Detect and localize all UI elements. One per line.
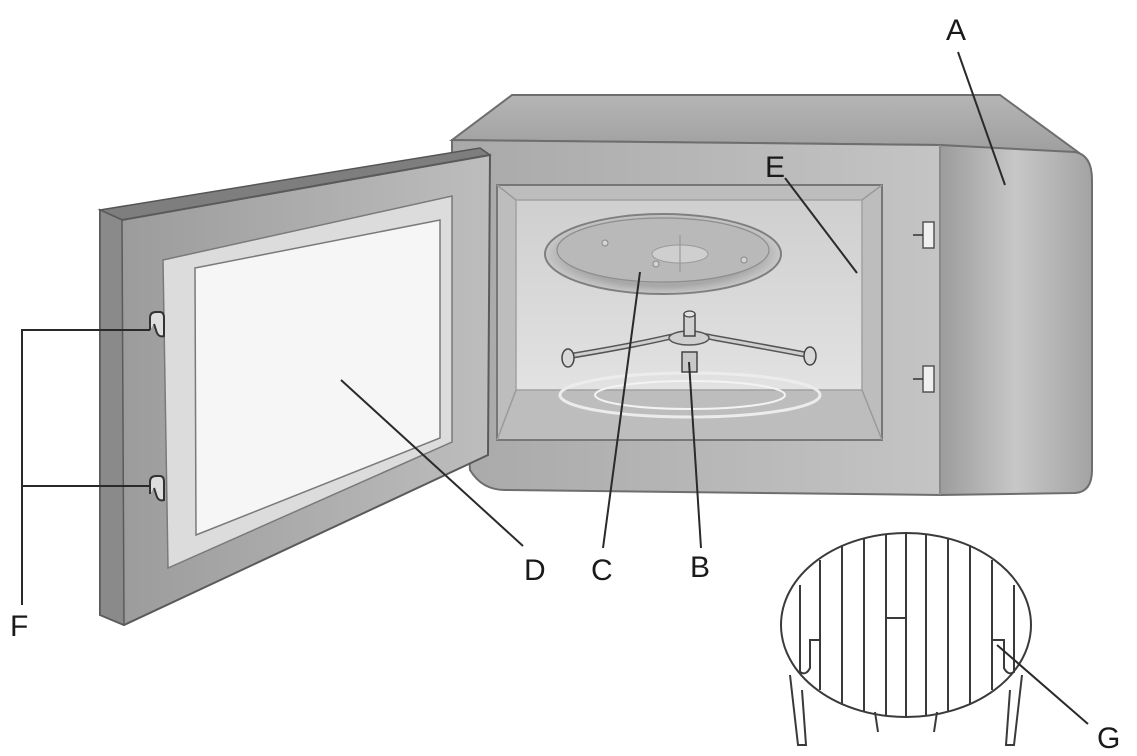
latch-slot-lower	[913, 365, 935, 393]
door-window	[194, 219, 441, 537]
latch-hook-upper	[149, 311, 165, 338]
label-c: C	[591, 554, 613, 587]
leader-e	[784, 177, 858, 274]
label-e: E	[765, 151, 785, 184]
leader-g	[996, 644, 1089, 725]
label-f: F	[10, 610, 28, 643]
leader-b	[688, 361, 702, 549]
latch-slot-upper	[913, 221, 935, 249]
label-d: D	[524, 554, 546, 587]
metal-rack	[780, 532, 1032, 746]
label-b: B	[690, 551, 710, 584]
leader-d	[340, 379, 524, 547]
leader-lines	[21, 51, 1089, 725]
label-g: G	[1097, 722, 1120, 755]
leader-f	[21, 329, 150, 605]
latch-hook-lower	[149, 475, 165, 502]
microwave-door	[97, 147, 492, 627]
glass-turntable	[544, 213, 782, 295]
leader-c	[602, 271, 641, 549]
control-panel	[939, 143, 1093, 497]
microwave-body	[449, 94, 1093, 497]
labels: A E D C B F G	[10, 14, 1120, 755]
leader-a	[957, 51, 1006, 186]
label-a: A	[946, 14, 966, 47]
